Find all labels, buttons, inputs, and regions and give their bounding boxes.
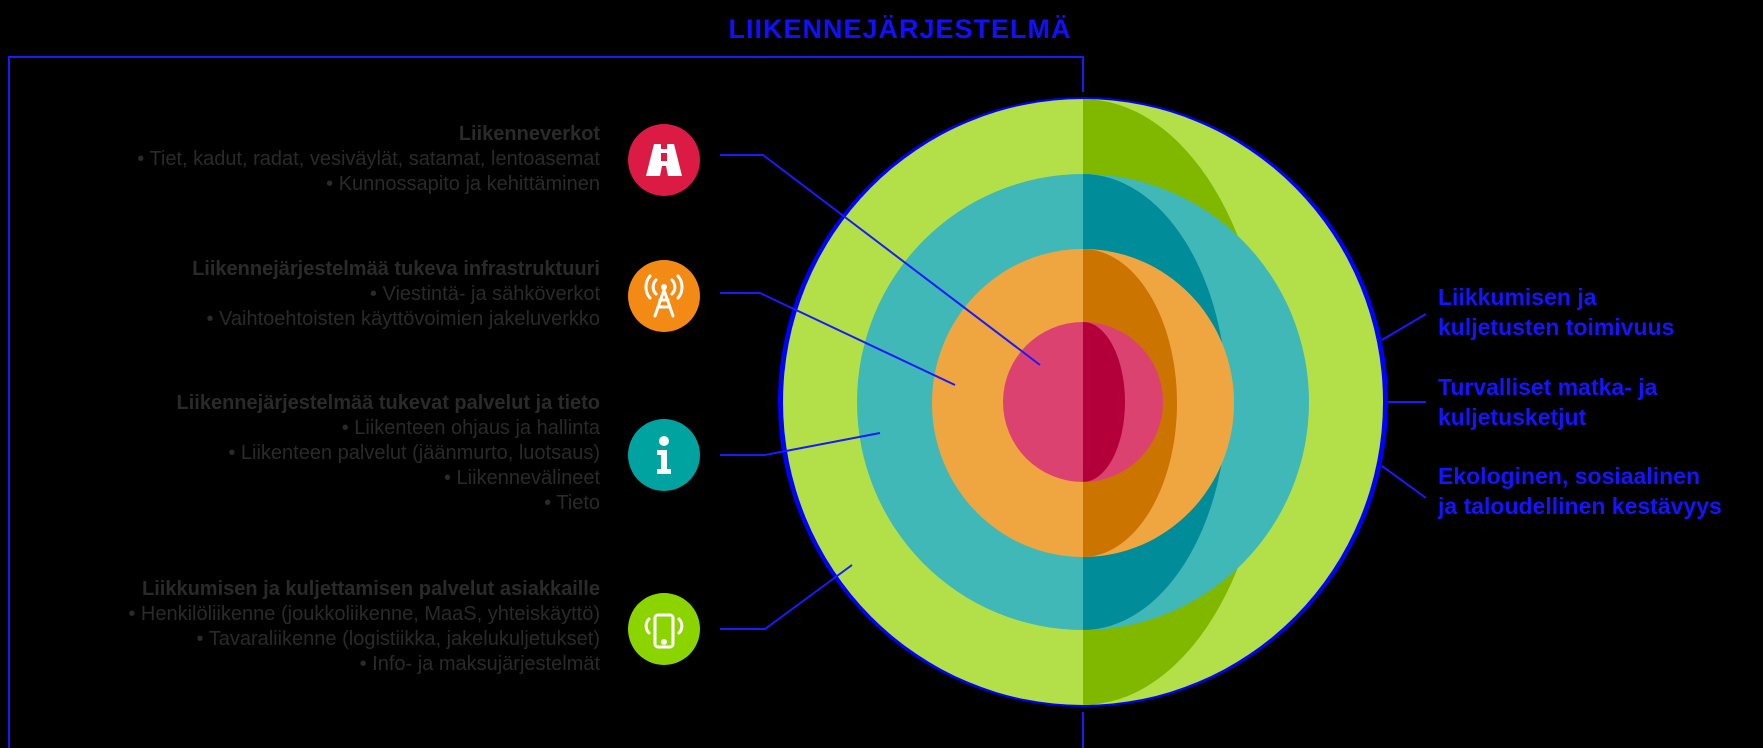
connector-line-layer1 bbox=[720, 154, 1041, 366]
layer1-bullet: • Tiet, kadut, radat, vesiväylät, satama… bbox=[137, 148, 600, 170]
layer3-bullet: • Liikennevälineet bbox=[444, 467, 600, 489]
connector-line-layer3 bbox=[720, 432, 881, 456]
layer4-bullet: • Tavaraliikenne (logistiikka, jakelukul… bbox=[196, 628, 601, 650]
goal-3: Ekologinen, sosiaalinen ja taloudellinen… bbox=[1438, 461, 1758, 521]
layer4-heading: Liikkumisen ja kuljettamisen palvelut as… bbox=[142, 578, 600, 600]
layer2-text: Liikennejärjestelmää tukeva infrastruktu… bbox=[192, 257, 600, 332]
connector-line-goal3 bbox=[1381, 465, 1427, 499]
goal-1: Liikkumisen ja kuljetusten toimivuus bbox=[1438, 282, 1758, 342]
connector-line-layer2 bbox=[720, 292, 956, 386]
connector-line-goal1 bbox=[1381, 313, 1427, 341]
goal-2-line2: kuljetusketjut bbox=[1438, 404, 1587, 430]
goal-1-line2: kuljetusten toimivuus bbox=[1438, 314, 1675, 340]
layer3-bullet: • Liikenteen ohjaus ja hallinta bbox=[341, 417, 600, 439]
core-shade bbox=[1083, 322, 1125, 482]
frame-line bbox=[8, 56, 1084, 748]
layer4-bullet: • Henkilöliikenne (joukkoliikenne, MaaS,… bbox=[128, 603, 600, 625]
connector-line-layer4 bbox=[720, 564, 853, 630]
layer1-heading: Liikenneverkot bbox=[458, 123, 600, 145]
layer1-text: Liikenneverkot • Tiet, kadut, radat, ves… bbox=[137, 122, 600, 197]
layer3-heading: Liikennejärjestelmää tukevat palvelut ja… bbox=[176, 392, 601, 414]
goal-2: Turvalliset matka- ja kuljetusketjut bbox=[1438, 372, 1758, 432]
layer3-text: Liikennejärjestelmää tukevat palvelut ja… bbox=[177, 391, 601, 516]
layer2-bullet: • Viestintä- ja sähköverkot bbox=[369, 283, 600, 305]
goal-3-line1: Ekologinen, sosiaalinen bbox=[1438, 463, 1701, 489]
goal-2-line1: Turvalliset matka- ja bbox=[1438, 374, 1658, 400]
goal-1-line1: Liikkumisen ja bbox=[1438, 284, 1597, 310]
diagram-title: LIIKENNEJÄRJESTELMÄ bbox=[728, 14, 1072, 44]
goal-3-line2: ja taloudellinen kestävyys bbox=[1438, 493, 1722, 519]
layer3-bullet: • Liikenteen palvelut (jäänmurto, luotsa… bbox=[228, 442, 600, 464]
layer4-text: Liikkumisen ja kuljettamisen palvelut as… bbox=[128, 577, 600, 677]
mobile-phone-icon bbox=[628, 593, 700, 665]
layer3-bullet: • Tieto bbox=[544, 492, 600, 514]
layer4-bullet: • Info- ja maksujärjestelmät bbox=[359, 653, 600, 675]
antenna-tower-icon bbox=[628, 260, 700, 332]
layer2-bullet: • Vaihtoehtoisten käyttövoimien jakeluve… bbox=[206, 308, 600, 330]
layer2-heading: Liikennejärjestelmää tukeva infrastruktu… bbox=[192, 258, 600, 280]
info-icon bbox=[628, 419, 700, 491]
road-icon bbox=[628, 124, 700, 196]
layer1-bullet: • Kunnossapito ja kehittäminen bbox=[326, 173, 600, 195]
